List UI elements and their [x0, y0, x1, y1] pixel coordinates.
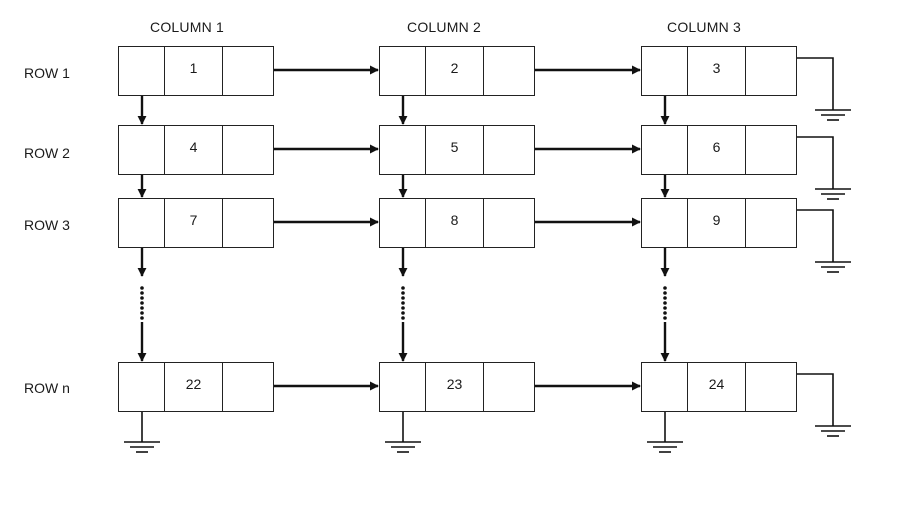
node-r2-c1: 4 — [118, 125, 274, 175]
node-rn-c1: 22 — [118, 362, 274, 412]
down-pointer-cell — [380, 126, 426, 174]
node-r1-c3: 3 — [641, 46, 797, 96]
right-pointer-cell — [746, 47, 796, 95]
right-pointer-cell — [223, 363, 273, 411]
value-cell: 9 — [688, 199, 746, 247]
right-pointer-cell — [746, 126, 796, 174]
continuation-dots-3 — [663, 286, 667, 320]
value-cell: 6 — [688, 126, 746, 174]
node-value: 3 — [712, 60, 721, 76]
continuation-dots-2 — [401, 286, 405, 320]
node-value: 24 — [708, 376, 725, 392]
node-r1-c2: 2 — [379, 46, 535, 96]
value-cell: 7 — [165, 199, 223, 247]
node-r2-c3: 6 — [641, 125, 797, 175]
node-r1-c1: 1 — [118, 46, 274, 96]
down-pointer-cell — [119, 47, 165, 95]
value-cell: 5 — [426, 126, 484, 174]
ground-icon — [815, 261, 851, 273]
down-pointer-cell — [642, 47, 688, 95]
right-pointer-cell — [746, 199, 796, 247]
down-pointer-cell — [642, 363, 688, 411]
node-value: 7 — [189, 212, 198, 228]
column-header-2: COLUMN 2 — [407, 19, 481, 35]
right-pointer-cell — [484, 199, 534, 247]
value-cell: 2 — [426, 47, 484, 95]
down-pointer-cell — [380, 47, 426, 95]
right-pointer-cell — [223, 199, 273, 247]
ground-icon — [815, 188, 851, 200]
node-value: 22 — [185, 376, 202, 392]
value-cell: 23 — [426, 363, 484, 411]
node-value: 23 — [446, 376, 463, 392]
down-pointer-cell — [119, 363, 165, 411]
node-value: 4 — [189, 139, 198, 155]
right-pointer-cell — [746, 363, 796, 411]
row-label-2: ROW 2 — [24, 145, 70, 161]
node-rn-c3: 24 — [641, 362, 797, 412]
column-header-1: COLUMN 1 — [150, 19, 224, 35]
ground-icon — [815, 425, 851, 437]
node-value: 8 — [450, 212, 459, 228]
node-value: 2 — [450, 60, 459, 76]
right-pointer-cell — [223, 47, 273, 95]
down-pointer-cell — [119, 126, 165, 174]
right-pointer-cell — [484, 126, 534, 174]
node-r2-c2: 5 — [379, 125, 535, 175]
node-value: 9 — [712, 212, 721, 228]
value-cell: 8 — [426, 199, 484, 247]
node-r3-c1: 7 — [118, 198, 274, 248]
ground-icon — [124, 441, 160, 453]
row-label-n: ROW n — [24, 380, 70, 396]
down-pointer-cell — [642, 126, 688, 174]
right-pointer-cell — [484, 363, 534, 411]
down-pointer-cell — [642, 199, 688, 247]
value-cell: 1 — [165, 47, 223, 95]
ground-icon — [815, 109, 851, 121]
node-r3-c2: 8 — [379, 198, 535, 248]
value-cell: 24 — [688, 363, 746, 411]
value-cell: 22 — [165, 363, 223, 411]
value-cell: 3 — [688, 47, 746, 95]
row-label-1: ROW 1 — [24, 65, 70, 81]
down-pointer-cell — [119, 199, 165, 247]
value-cell: 4 — [165, 126, 223, 174]
node-value: 1 — [189, 60, 198, 76]
down-pointer-cell — [380, 199, 426, 247]
node-r3-c3: 9 — [641, 198, 797, 248]
right-pointer-cell — [484, 47, 534, 95]
ground-icon — [385, 441, 421, 453]
node-value: 5 — [450, 139, 459, 155]
node-value: 6 — [712, 139, 721, 155]
down-pointer-cell — [380, 363, 426, 411]
right-pointer-cell — [223, 126, 273, 174]
node-rn-c2: 23 — [379, 362, 535, 412]
continuation-dots-1 — [140, 286, 144, 320]
column-header-3: COLUMN 3 — [667, 19, 741, 35]
ground-icon — [647, 441, 683, 453]
row-label-3: ROW 3 — [24, 217, 70, 233]
